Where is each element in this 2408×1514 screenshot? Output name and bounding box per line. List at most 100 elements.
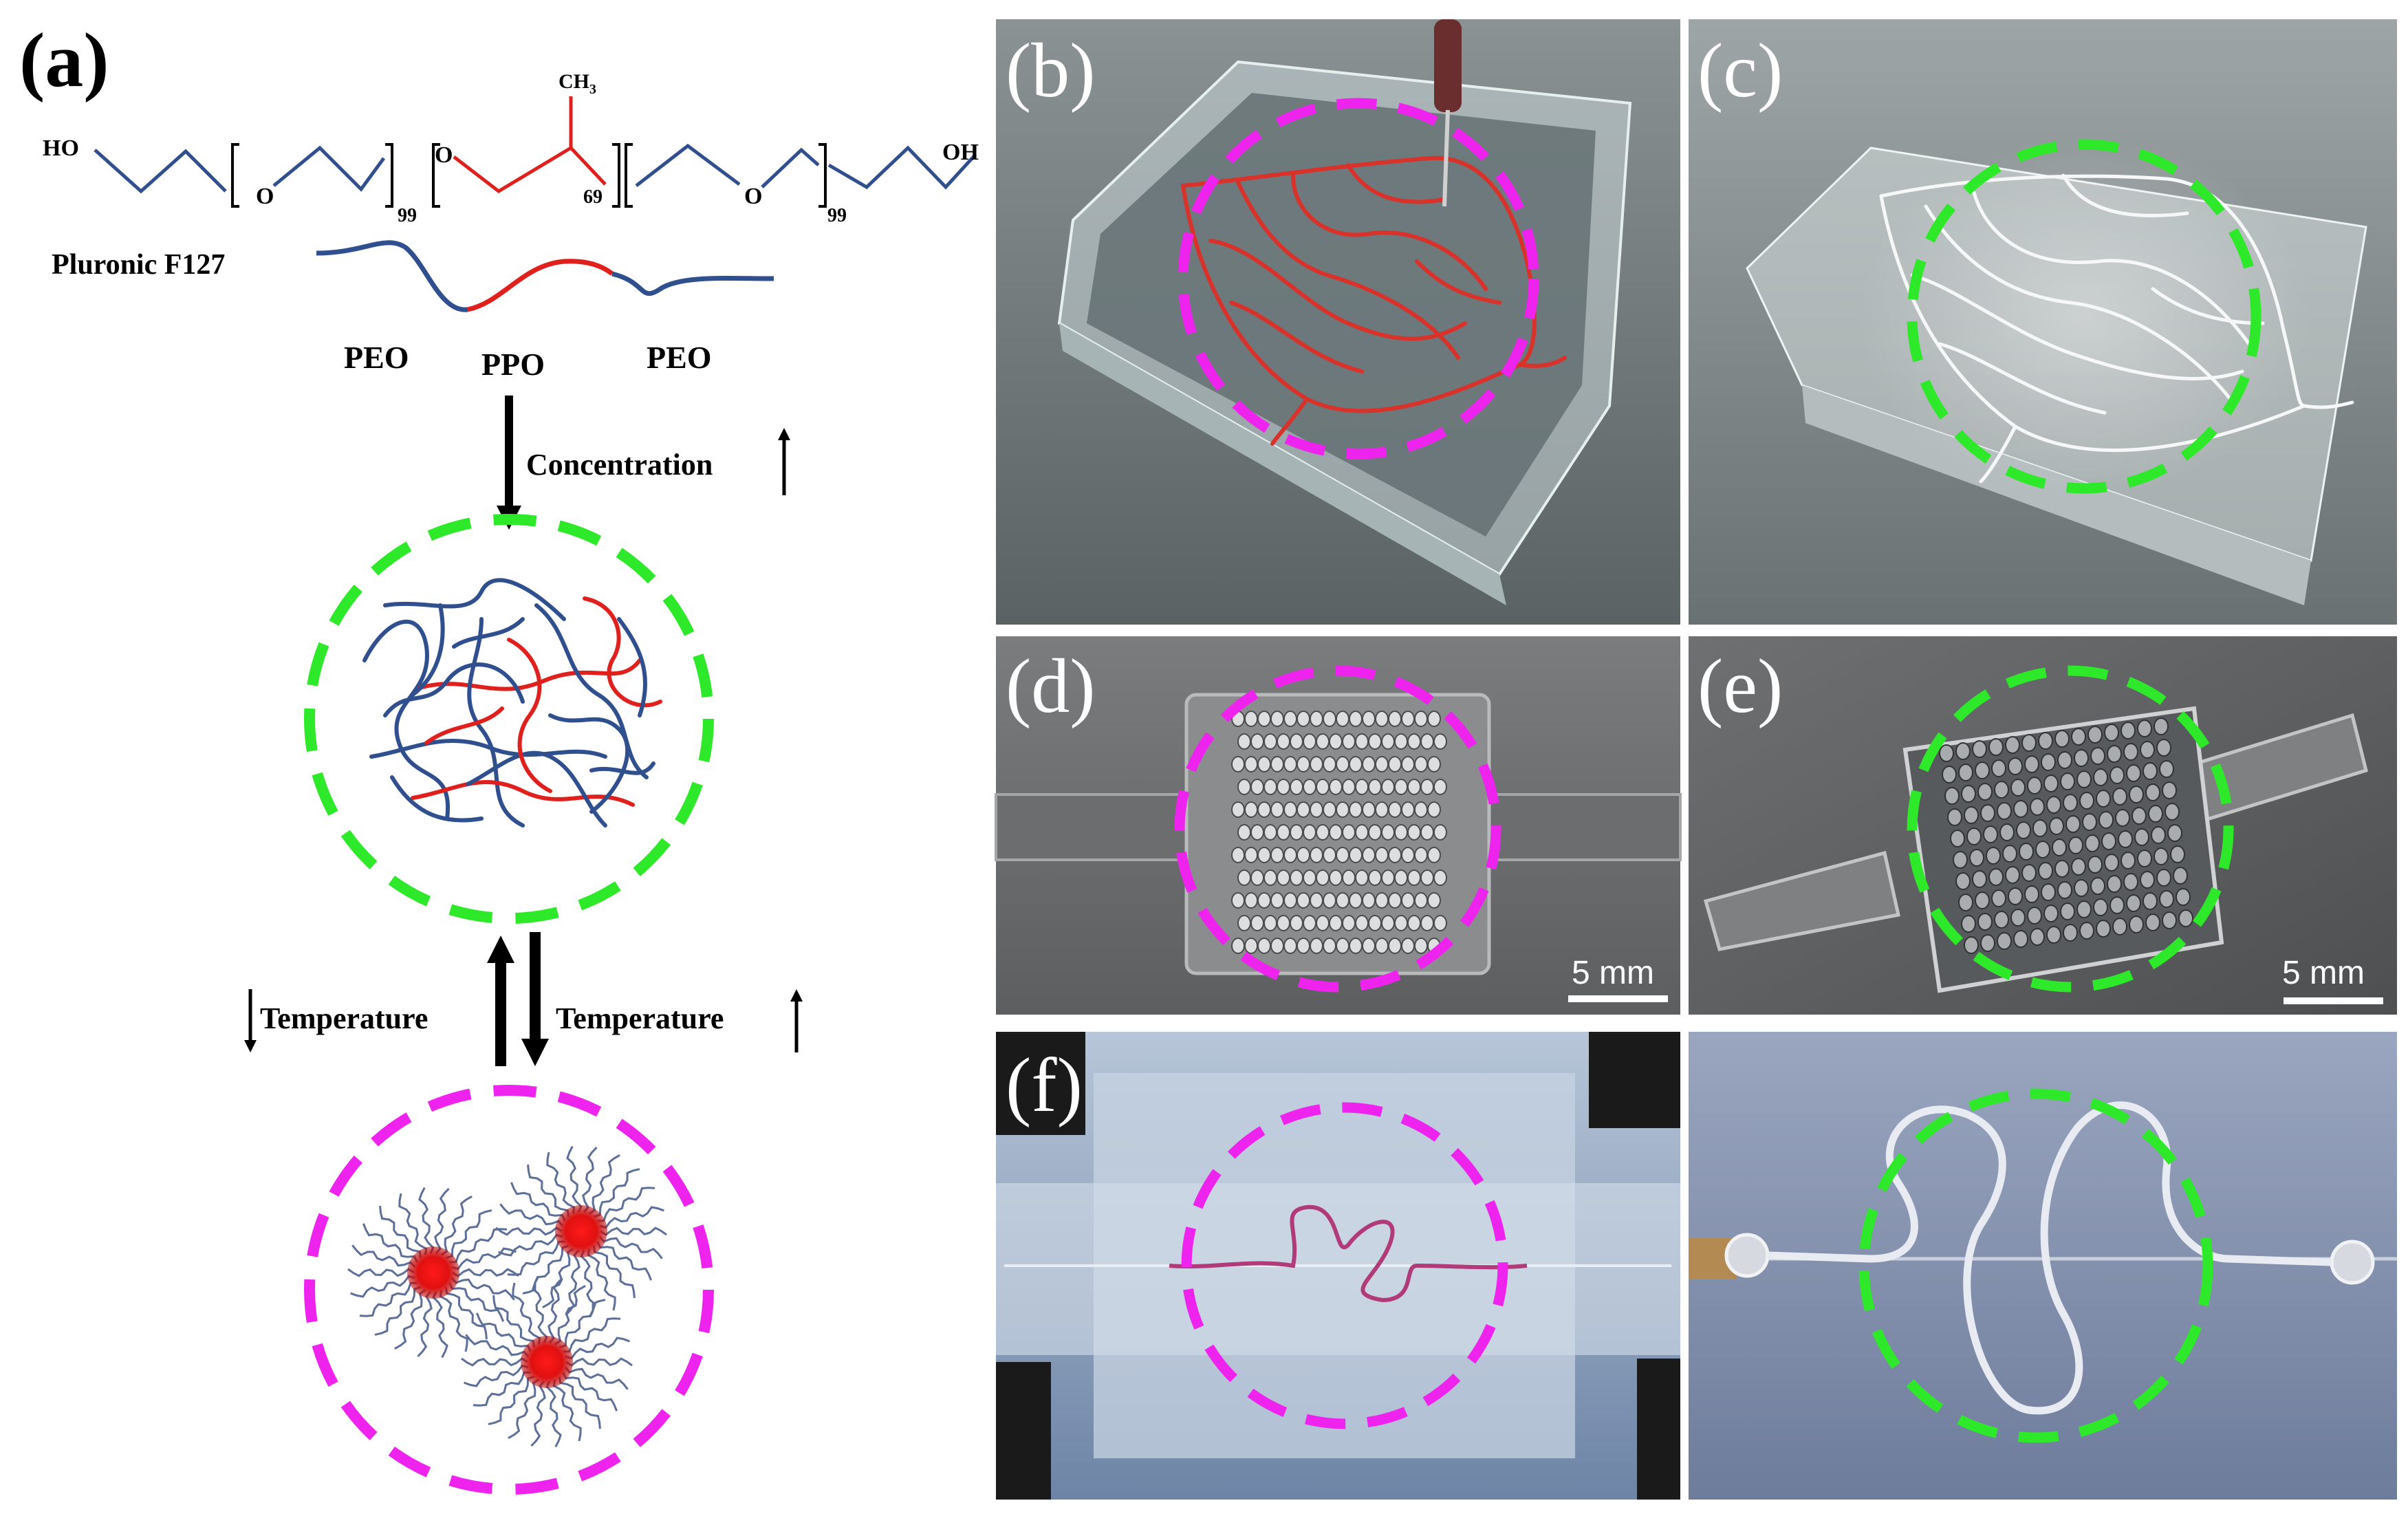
lattice-strut [2176,888,2191,906]
lattice-strut [2030,928,2045,946]
lattice-strut [2129,916,2144,933]
lattice-strut [1355,733,1369,750]
lattice-strut [1310,756,1323,772]
lattice-strut [1336,847,1349,863]
polymer-tangle [362,578,662,828]
lattice-strut [2137,850,2152,867]
lattice-strut [1270,711,1284,727]
ppo-block [467,259,614,312]
panel-b-magenta-circle [1178,98,1539,459]
corona-chain [512,1282,541,1345]
corona-chain [451,1277,515,1301]
lattice-strut [1244,938,1258,954]
lattice-strut [1257,892,1271,909]
lattice-strut [1414,756,1428,772]
panel-d: 5 mm (d) [995,636,1682,1015]
lattice-strut [1283,756,1297,772]
lattice-strut [1958,894,1973,911]
temperature-step: Temperature Temperature [244,932,803,1066]
lattice-strut [2024,885,2039,903]
micelle-core [407,1246,459,1299]
lattice-strut [1323,892,1336,909]
lattice-strut [1381,915,1395,931]
perfusable-channel-network [1879,173,2354,484]
corona-chain [418,1187,435,1254]
lattice-strut [1250,915,1264,931]
lattice-strut [1329,824,1343,841]
lattice-strut [1972,870,1987,888]
lattice-strut [2126,764,2141,782]
lattice-strut [1427,711,1441,727]
temp-down-label: Temperature [260,1002,428,1035]
scale-label-d: 5 mm [1572,955,1654,991]
inlet-port [1724,1233,1770,1278]
lattice-strut [2132,807,2147,825]
lattice-e [1939,717,2193,954]
lattice-strut [2093,768,2108,786]
bracket-open-2 [432,143,440,208]
lattice-strut [1342,779,1356,795]
lattice-strut [1297,801,1310,818]
temp-up-label: Temperature [556,1002,724,1035]
micelle-core [555,1205,607,1257]
lattice-strut [1407,779,1421,795]
lattice-strut [1394,824,1408,841]
lattice-strut [2008,887,2023,905]
lattice-strut [1368,824,1382,841]
mold-front-wall [1059,323,1506,605]
lattice-strut [1342,733,1356,750]
lattice-strut [2143,892,2158,910]
lattice-strut [1388,938,1402,954]
bracket-close-2 [612,143,620,208]
lattice-strut [1955,872,1971,890]
lattice-strut [1250,733,1264,750]
corona-chain [597,1187,655,1222]
lattice-strut [2008,757,2023,775]
lattice-strut [1947,808,1962,826]
lattice-strut [1237,869,1251,886]
lattice-strut [1277,779,1290,795]
lattice-strut [1270,847,1284,863]
lattice-strut [1336,801,1349,818]
lattice-strut [1414,892,1428,909]
lattice-strut [2035,841,2050,858]
corona-chain [508,1378,540,1440]
lattice-strut [1349,711,1363,727]
lattice-strut [2104,854,2119,872]
corona-chain [488,1375,535,1425]
corona-chain [350,1275,415,1298]
lattice-strut [1420,779,1434,795]
lattice-strut [1257,756,1271,772]
lattice-strut [1316,779,1330,795]
lattice-strut [1388,711,1402,727]
lattice-strut [1270,801,1284,818]
lattice-strut [1401,938,1415,954]
peo-block-right [611,271,774,296]
lattice-strut [1375,892,1389,909]
lattice-strut [1263,779,1277,795]
corona-chain [599,1206,664,1229]
panel-b: (b) [996,19,1680,625]
corona-chain [362,1223,418,1263]
lattice-strut [1394,869,1408,886]
corona-chain [465,1334,530,1358]
corona-chain [565,1337,630,1360]
block-label-peo-left: PEO [344,340,409,375]
lattice-strut [2143,762,2158,780]
oxygen-2: O [435,142,453,168]
lattice-strut [2156,739,2171,757]
ho-label: HO [43,136,79,161]
print-nozzle [1434,19,1462,112]
bracket-close-1 [385,143,393,208]
lattice-strut [1388,892,1402,909]
clamp-bottom-left [996,1362,1051,1500]
lattice-strut [2145,913,2160,931]
corona-chain [510,1182,566,1222]
lattice-strut [2112,788,2127,805]
temp-arrowhead-down [521,1039,549,1066]
lattice-strut [2085,834,2100,852]
lattice-strut [1966,828,1982,845]
channel-tube-e-left [1703,850,1900,951]
lattice-strut [2071,728,2086,746]
lattice-strut [1263,733,1277,750]
